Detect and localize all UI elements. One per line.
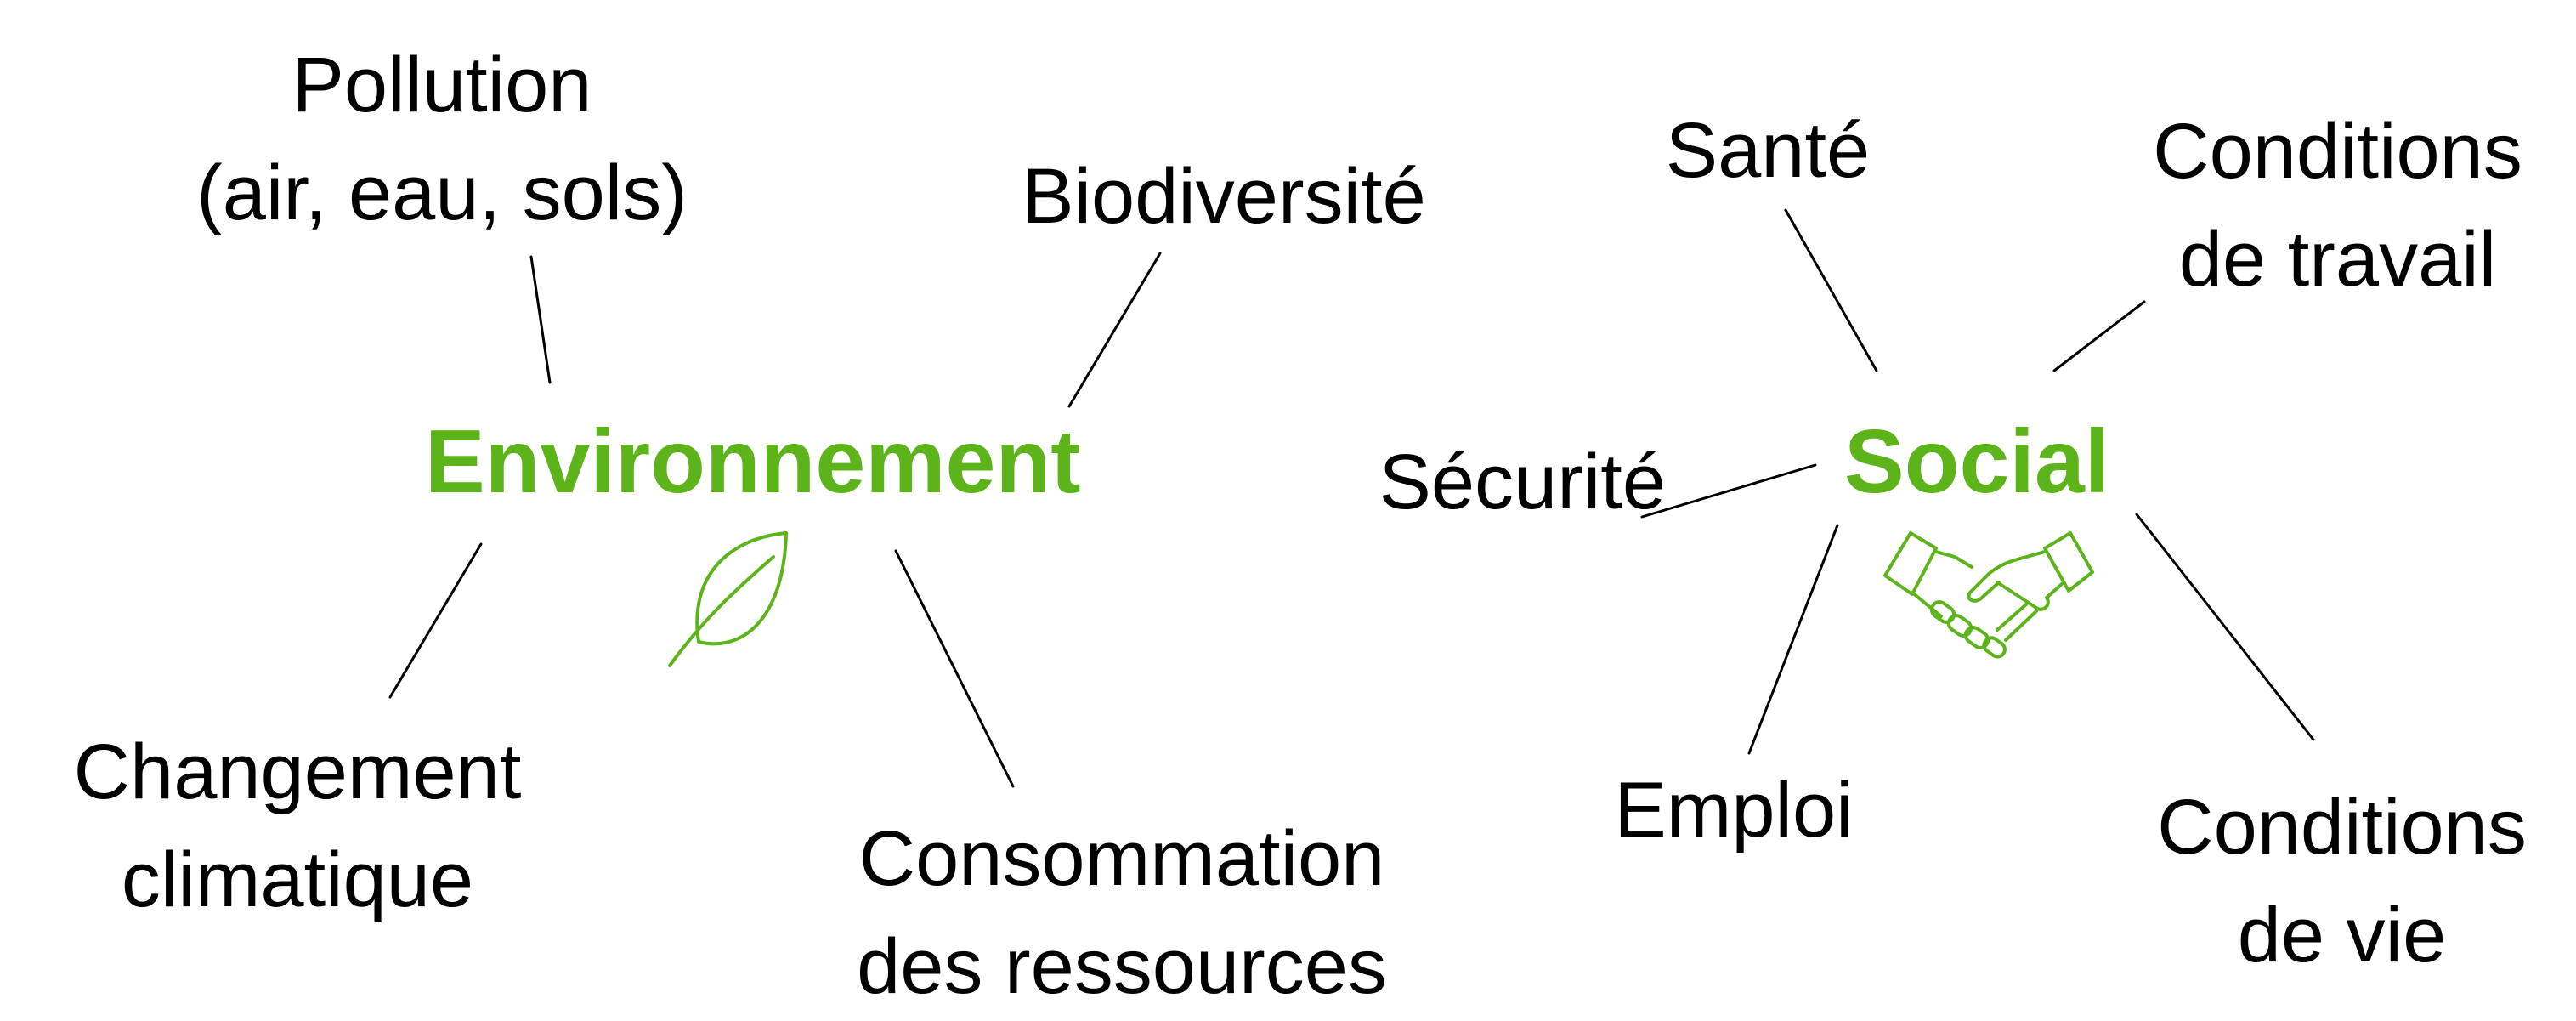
topic-ressources: Consommation des ressources xyxy=(782,805,1462,1021)
topic-securite-line1: Sécurité xyxy=(1379,439,1667,525)
hub-social: Social xyxy=(1844,411,2110,512)
topic-sante: Santé xyxy=(1598,97,1938,205)
topic-climat-line2: climatique xyxy=(121,837,474,923)
hub-environnement: Environnement xyxy=(425,411,1081,512)
handshake-icon xyxy=(1883,531,2094,659)
topic-pollution-line2: (air, eau, sols) xyxy=(196,150,688,236)
topic-vie-line1: Conditions xyxy=(2157,784,2527,871)
topic-travail-line1: Conditions xyxy=(2153,108,2522,195)
connector-vie xyxy=(2135,513,2315,741)
topic-pollution-line1: Pollution xyxy=(292,42,592,128)
topic-climat: Changement climatique xyxy=(0,718,595,934)
topic-vie: Conditions de vie xyxy=(2108,774,2576,990)
leaf-icon xyxy=(668,531,788,667)
topic-pollution: Pollution (air, eau, sols) xyxy=(136,31,748,247)
topic-emploi-line1: Emploi xyxy=(1614,767,1854,854)
topic-securite: Sécurité xyxy=(1275,428,1667,536)
topic-travail: Conditions de travail xyxy=(2099,98,2576,314)
topic-biodiversite-line1: Biodiversité xyxy=(1022,153,1426,240)
connector-emploi xyxy=(1747,524,1839,755)
topic-climat-line1: Changement xyxy=(73,729,522,815)
connector-ressources xyxy=(894,549,1015,788)
topic-biodiversite: Biodiversité xyxy=(969,143,1479,251)
topic-ressources-line1: Consommation xyxy=(858,815,1385,902)
connector-securite xyxy=(1640,463,1817,519)
topic-emploi: Emploi xyxy=(1564,757,1904,865)
connector-travail xyxy=(2052,300,2146,372)
topic-sante-line1: Santé xyxy=(1665,107,1871,194)
connector-biodiversite xyxy=(1067,252,1162,408)
topic-vie-line2: de vie xyxy=(2237,892,2447,978)
connector-pollution xyxy=(529,255,552,384)
connector-sante xyxy=(1784,208,1878,372)
topic-ressources-line2: des ressources xyxy=(857,923,1387,1010)
connector-climat xyxy=(388,542,483,699)
topic-travail-line2: de travail xyxy=(2178,216,2497,303)
